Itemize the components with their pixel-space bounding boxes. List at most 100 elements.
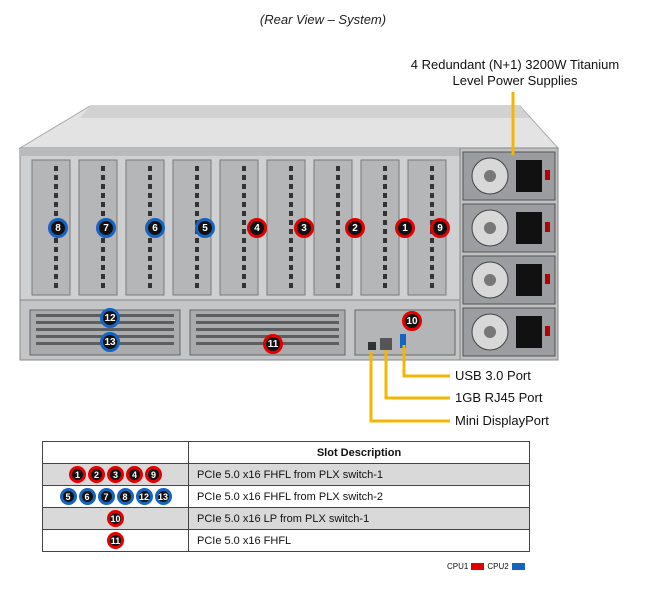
bracket-vent-hole <box>383 193 387 198</box>
bracket-vent-hole <box>242 193 246 198</box>
bracket-vent-hole <box>336 229 340 234</box>
bracket-vent-hole <box>54 274 58 279</box>
bracket-vent-hole <box>242 220 246 225</box>
bracket-vent-hole <box>289 211 293 216</box>
chassis-top-ridge <box>80 106 530 118</box>
bracket-vent-hole <box>430 193 434 198</box>
psu-fan-hub <box>484 274 496 286</box>
bracket-vent-hole <box>289 265 293 270</box>
bracket-vent-hole <box>148 175 152 180</box>
bracket-vent-hole <box>430 202 434 207</box>
bracket-vent-hole <box>430 247 434 252</box>
slot-badge-8: 8 <box>116 488 134 505</box>
chassis-slot-badge-5: 5 <box>195 218 215 238</box>
bracket-vent-hole <box>289 238 293 243</box>
psu-fan-hub <box>484 326 496 338</box>
bracket-vent-hole <box>242 229 246 234</box>
chassis-slot-badge-7: 7 <box>96 218 116 238</box>
bracket-vent-hole <box>195 202 199 207</box>
vent-slot <box>196 314 339 317</box>
bracket-vent-hole <box>54 166 58 171</box>
legend-cpu1-swatch <box>471 563 485 570</box>
row-slot-icons: 11 <box>42 529 189 552</box>
bracket-vent-hole <box>54 202 58 207</box>
bracket-vent-hole <box>289 193 293 198</box>
bracket-vent-hole <box>430 283 434 288</box>
bracket-vent-hole <box>336 166 340 171</box>
bracket-vent-hole <box>383 175 387 180</box>
rj45-port <box>380 338 392 350</box>
chassis-slot-badge-9: 9 <box>430 218 450 238</box>
bracket-vent-hole <box>242 265 246 270</box>
slot-badge-4: 4 <box>126 466 143 483</box>
bracket-vent-hole <box>101 175 105 180</box>
bracket-vent-hole <box>54 184 58 189</box>
bracket-vent-hole <box>430 256 434 261</box>
bracket-vent-hole <box>383 238 387 243</box>
psu-label-line2: Level Power Supplies <box>452 73 578 88</box>
bracket-vent-hole <box>336 247 340 252</box>
bracket-vent-hole <box>336 211 340 216</box>
bracket-vent-hole <box>101 265 105 270</box>
bracket-vent-hole <box>54 283 58 288</box>
bracket-vent-hole <box>242 175 246 180</box>
row-slot-icons: 10 <box>42 507 189 530</box>
bracket-vent-hole <box>336 175 340 180</box>
slot-badge-3: 3 <box>107 466 124 483</box>
bracket-vent-hole <box>54 265 58 270</box>
vent-slot <box>196 321 339 324</box>
bracket-vent-hole <box>195 193 199 198</box>
bracket-vent-hole <box>289 220 293 225</box>
psu-label-line1: 4 Redundant (N+1) 3200W Titanium <box>410 57 620 72</box>
bracket-vent-hole <box>148 193 152 198</box>
psu-handle <box>545 274 550 284</box>
pcie-slot-columns <box>31 159 447 296</box>
bracket-vent-hole <box>101 193 105 198</box>
bracket-vent-hole <box>336 274 340 279</box>
bracket-vent-hole <box>54 211 58 216</box>
dp-leader-line <box>369 352 450 423</box>
bracket-vent-hole <box>101 238 105 243</box>
chassis-rear-edge <box>20 148 558 156</box>
bracket-vent-hole <box>242 256 246 261</box>
psu-power-inlet <box>516 316 542 348</box>
cpu-legend: CPU1 CPU2 <box>447 562 525 571</box>
bracket-vent-hole <box>101 274 105 279</box>
bracket-vent-hole <box>195 256 199 261</box>
psu-power-inlet <box>516 212 542 244</box>
bracket-vent-hole <box>289 229 293 234</box>
bracket-vent-hole <box>148 274 152 279</box>
chassis-slot-badge-10: 10 <box>402 311 422 331</box>
bracket-vent-hole <box>148 238 152 243</box>
bracket-vent-hole <box>148 202 152 207</box>
bracket-vent-hole <box>289 166 293 171</box>
bracket-vent-hole <box>336 220 340 225</box>
bracket-vent-hole <box>289 283 293 288</box>
bracket-vent-hole <box>383 283 387 288</box>
slot-badge-7: 7 <box>97 488 115 505</box>
chassis-slot-badge-2: 2 <box>345 218 365 238</box>
psu-handle <box>545 170 550 180</box>
bracket-vent-hole <box>54 247 58 252</box>
bracket-vent-hole <box>195 211 199 216</box>
chassis-illustration <box>18 92 560 423</box>
bracket-vent-hole <box>289 274 293 279</box>
bracket-vent-hole <box>101 283 105 288</box>
bracket-vent-hole <box>430 211 434 216</box>
bracket-vent-hole <box>383 265 387 270</box>
chassis-slot-badge-1: 1 <box>395 218 415 238</box>
bracket-vent-hole <box>430 274 434 279</box>
bracket-vent-hole <box>195 166 199 171</box>
bracket-vent-hole <box>242 202 246 207</box>
row-description: PCIe 5.0 x16 LP from PLX switch-1 <box>188 507 530 530</box>
bracket-vent-hole <box>383 202 387 207</box>
chassis-slot-badge-4: 4 <box>247 218 267 238</box>
bracket-vent-hole <box>148 184 152 189</box>
bracket-vent-hole <box>101 211 105 216</box>
chassis-slot-badge-13: 13 <box>100 332 120 352</box>
bracket-vent-hole <box>195 274 199 279</box>
bracket-vent-hole <box>148 283 152 288</box>
bracket-vent-hole <box>195 265 199 270</box>
